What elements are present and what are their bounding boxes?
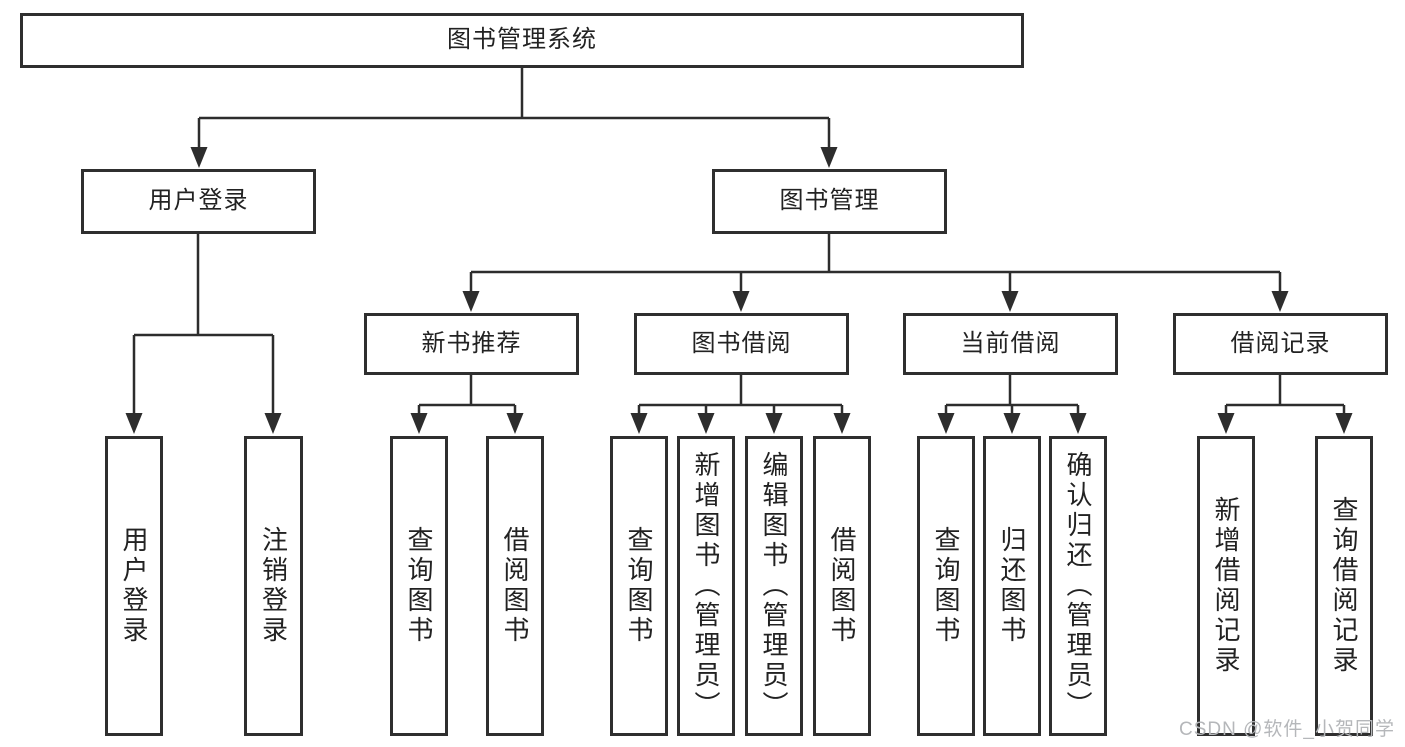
leaf-add-borrow-record: 新增借阅记录 xyxy=(1197,436,1255,736)
node-book-management: 图书管理 xyxy=(712,169,947,234)
leaf-query-books-current: 查询图书 xyxy=(917,436,975,736)
leaf-query-borrow-record: 查询借阅记录 xyxy=(1315,436,1373,736)
leaf-query-books-borrow: 查询图书 xyxy=(610,436,668,736)
leaf-logout: 注销登录 xyxy=(244,436,303,736)
node-user-login: 用户登录 xyxy=(81,169,316,234)
node-new-book-recommend: 新书推荐 xyxy=(364,313,579,375)
node-root: 图书管理系统 xyxy=(20,13,1024,68)
leaf-query-books-recommend: 查询图书 xyxy=(390,436,448,736)
node-book-borrow: 图书借阅 xyxy=(634,313,849,375)
leaf-return-book: 归还图书 xyxy=(983,436,1041,736)
leaf-borrow-books: 借阅图书 xyxy=(813,436,871,736)
leaf-add-book-admin: 新增图书（管理员） xyxy=(677,436,735,736)
leaf-edit-book-admin: 编辑图书（管理员） xyxy=(745,436,803,736)
csdn-watermark: CSDN @软件_小贺同学 xyxy=(1179,719,1395,740)
leaf-user-login: 用户登录 xyxy=(105,436,163,736)
leaf-confirm-return-admin: 确认归还（管理员） xyxy=(1049,436,1107,736)
node-borrow-records: 借阅记录 xyxy=(1173,313,1388,375)
leaf-borrow-books-recommend: 借阅图书 xyxy=(486,436,544,736)
node-current-borrow: 当前借阅 xyxy=(903,313,1118,375)
